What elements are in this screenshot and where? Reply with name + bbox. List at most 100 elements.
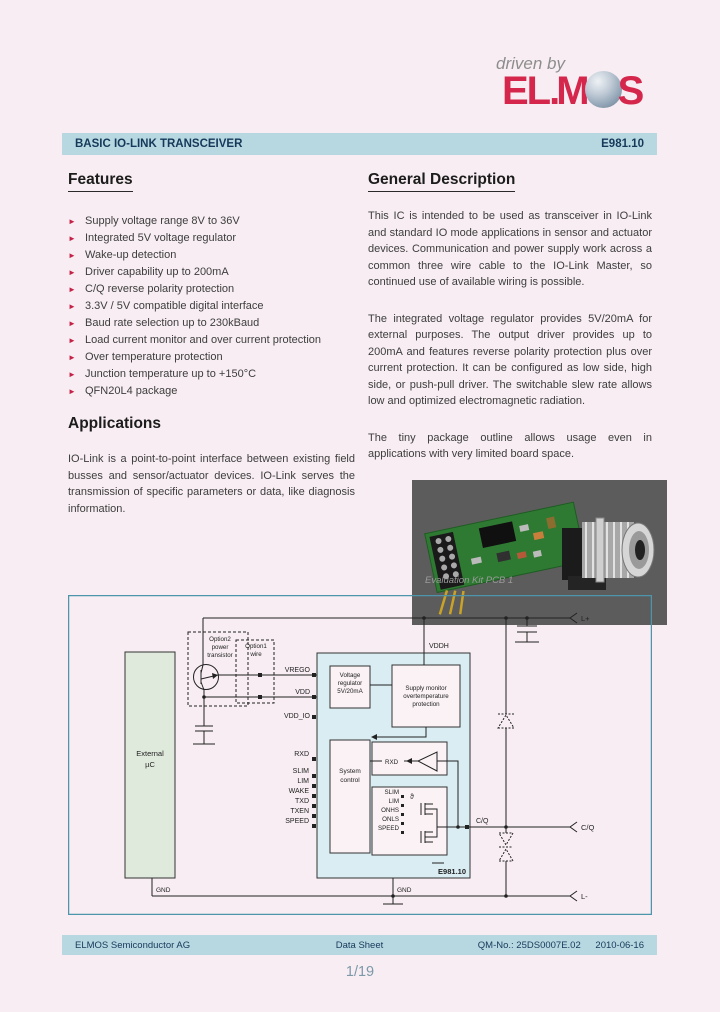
bullet-arrow-icon: ► xyxy=(68,285,76,294)
bullet-arrow-icon: ► xyxy=(68,251,76,260)
title-bar: BASIC IO-LINK TRANSCEIVER E981.10 xyxy=(62,133,657,155)
description-paragraph: The integrated voltage regulator provide… xyxy=(368,312,652,408)
photo-caption: Evaluation Kit PCB 1 xyxy=(425,575,513,586)
vdd-label: VDD xyxy=(295,689,310,696)
svg-text:control: control xyxy=(340,777,360,784)
footer-qm: QM-No.: 25DS0007E.02 2010-06-16 xyxy=(383,940,644,951)
capacitor-icon xyxy=(193,725,215,745)
svg-text:TXD: TXD xyxy=(295,798,309,805)
footer-company: ELMOS Semiconductor AG xyxy=(75,939,191,951)
description-paragraph: The tiny package outline allows usage ev… xyxy=(368,431,652,461)
bullet-arrow-icon: ► xyxy=(68,370,76,379)
terminal-lplus: L+ xyxy=(569,612,590,624)
feature-item: ►Wake-up detection xyxy=(68,247,355,264)
footer-date: 2010-06-16 xyxy=(595,939,645,951)
arrow-left-icon xyxy=(406,758,412,764)
feature-item: ►Supply voltage range 8V to 36V xyxy=(68,213,355,230)
svg-text:System: System xyxy=(339,768,361,775)
applications-heading: Applications xyxy=(68,415,162,432)
feature-item: ►Junction temperature up to +150°C xyxy=(68,366,355,383)
ic-block: Voltage regulator 5V/20mA Supply monitor… xyxy=(316,652,471,879)
svg-text:µC: µC xyxy=(145,760,155,769)
general-description-heading: General Description xyxy=(368,171,652,192)
bullet-arrow-icon: ► xyxy=(68,353,76,362)
transistor-icon xyxy=(193,664,219,690)
svg-text:C/Q: C/Q xyxy=(581,823,595,832)
bullet-arrow-icon: ► xyxy=(68,319,76,328)
external-uc-block: External µC xyxy=(124,651,176,879)
feature-item: ►QFN20L4 package xyxy=(68,383,355,400)
applications-text: IO-Link is a point-to-point interface be… xyxy=(68,453,355,515)
application-diagram: External µC Voltage regulator 5V/20mA Su… xyxy=(67,594,653,916)
terminal-cq: C/Q xyxy=(569,821,595,833)
bullet-arrow-icon: ► xyxy=(68,217,76,226)
monitor-system-wire xyxy=(377,727,427,738)
svg-text:SLIM: SLIM xyxy=(385,789,399,796)
feature-item: ►C/Q reverse polarity protection xyxy=(68,281,355,298)
diode-icon xyxy=(497,713,515,729)
feature-item: ►Load current monitor and over current p… xyxy=(68,332,355,349)
svg-text:Option2: Option2 xyxy=(209,636,231,643)
svg-text:LIM: LIM xyxy=(389,798,399,805)
arrow-left-icon xyxy=(371,734,377,740)
uc-gnd-label: GND xyxy=(156,887,171,894)
svg-text:transistor: transistor xyxy=(207,652,232,659)
m12-connector xyxy=(562,517,655,590)
tvs-diode-icon xyxy=(498,832,514,862)
svg-text:Voltage: Voltage xyxy=(340,672,361,679)
pcb-board xyxy=(424,501,587,615)
logo-s: S xyxy=(617,69,645,113)
buffer-capacitor-icon xyxy=(515,618,539,643)
feature-list: ►Supply voltage range 8V to 36V ►Integra… xyxy=(68,213,355,400)
svg-text:Supply monitor: Supply monitor xyxy=(405,685,446,692)
rxd-internal-label: RXD xyxy=(385,759,399,766)
supply-monitor-block xyxy=(391,664,461,728)
footer-bar: ELMOS Semiconductor AG Data Sheet QM-No.… xyxy=(62,935,657,955)
feature-item: ►Integrated 5V voltage regulator xyxy=(68,230,355,247)
svg-text:LIM: LIM xyxy=(297,778,309,785)
bullet-arrow-icon: ► xyxy=(68,336,76,345)
footer-document-type: Data Sheet xyxy=(335,939,384,951)
right-column: General Description This IC is intended … xyxy=(368,165,652,483)
feature-item: ►Driver capability up to 200mA xyxy=(68,264,355,281)
feature-item: ►Over temperature protection xyxy=(68,349,355,366)
svg-text:WAKE: WAKE xyxy=(289,788,310,795)
vdd-io-label: VDD_IO xyxy=(284,713,311,720)
description-paragraph: This IC is intended to be used as transc… xyxy=(368,210,652,288)
svg-text:Option1: Option1 xyxy=(245,643,267,650)
svg-text:L-: L- xyxy=(581,892,588,901)
feature-item: ►Baud rate selection up to 230kBaud xyxy=(68,315,355,332)
ic-part-label: E981.10 xyxy=(438,867,466,876)
mosfet-icon xyxy=(420,803,433,815)
bullet-arrow-icon: ► xyxy=(68,268,76,277)
terminal-arrow-icon xyxy=(569,612,578,624)
features-heading: Features xyxy=(68,171,355,192)
svg-text:overtemperature: overtemperature xyxy=(403,693,449,700)
document-title: BASIC IO-LINK TRANSCEIVER xyxy=(75,138,243,150)
ic-pin-labels: RXD SLIM LIM WAKE TXD TXEN SPEED xyxy=(285,751,316,828)
svg-text:wire: wire xyxy=(249,651,262,658)
terminal-lminus: L- xyxy=(569,890,588,902)
svg-text:SLIM: SLIM xyxy=(293,768,310,775)
feature-item: ►3.3V / 5V compatible digital interface xyxy=(68,298,355,315)
mosfet-icon xyxy=(420,831,433,843)
diagram-border xyxy=(67,594,653,916)
terminal-arrow-icon xyxy=(569,821,578,833)
svg-text:L+: L+ xyxy=(581,614,590,623)
bullet-arrow-icon: ► xyxy=(68,387,76,396)
page-number: 1/19 xyxy=(345,964,375,980)
logo-dot: . xyxy=(549,69,560,113)
left-column: Features ►Supply voltage range 8V to 36V… xyxy=(68,165,355,537)
svg-text:RXD: RXD xyxy=(294,751,309,758)
bullet-arrow-icon: ► xyxy=(68,302,76,311)
svg-text:regulator: regulator xyxy=(338,680,362,687)
footer-qm-number: QM-No.: 25DS0007E.02 xyxy=(477,939,581,951)
bullet-arrow-icon: ► xyxy=(68,234,76,243)
svg-text:protection: protection xyxy=(412,701,440,708)
external-uc-label: External xyxy=(136,749,164,758)
svg-text:SPEED: SPEED xyxy=(285,818,309,825)
ic-gnd-label: GND xyxy=(397,887,412,894)
